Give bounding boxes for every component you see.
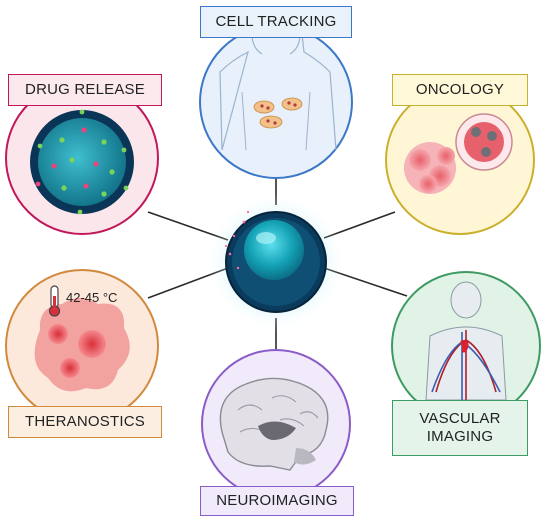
hotspot [78, 330, 106, 358]
vascular-imaging-label-line1: VASCULAR [419, 410, 501, 427]
drug-release-label: DRUG RELEASE [8, 74, 162, 106]
cell-tracking-panel [199, 25, 353, 179]
tracked-cells [253, 97, 303, 129]
oncology-panel [385, 85, 535, 235]
hotspot [48, 324, 68, 344]
vascular-imaging-label-line2: IMAGING [426, 428, 494, 445]
drug-release-panel [5, 81, 159, 235]
oncology-label: ONCOLOGY [392, 74, 528, 106]
cerebellum [294, 448, 316, 465]
vascular-imaging-label: VASCULAR IMAGING [392, 400, 528, 456]
hotspot [60, 358, 80, 378]
corpus-callosum [258, 421, 296, 440]
thermometer-icon [48, 285, 61, 317]
tumor-cluster [404, 142, 456, 194]
temperature-text: 42-45 °C [66, 290, 118, 305]
central-nanoparticle [206, 192, 346, 332]
neuroimaging-panel [201, 349, 351, 499]
drug-molecules [35, 109, 129, 215]
vascular-imaging-panel [391, 271, 541, 421]
glow-particles [224, 210, 250, 270]
theranostics-label: THERANOSTICS [8, 406, 162, 438]
cell-tracking-label: CELL TRACKING [200, 6, 352, 38]
theranostics-panel [5, 269, 159, 423]
heart-icon [460, 340, 469, 353]
magnified-cell [455, 113, 513, 171]
neuroimaging-label: NEUROIMAGING [200, 486, 354, 516]
